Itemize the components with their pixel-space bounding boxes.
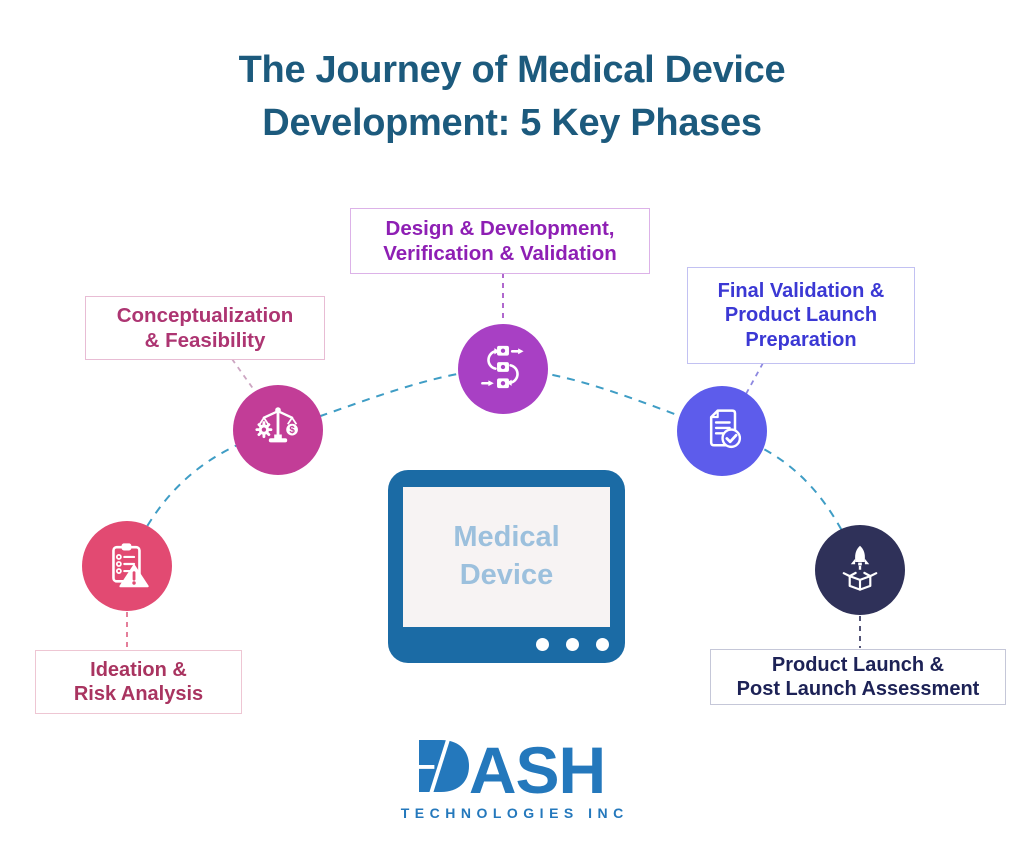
clipboard-risk-warning-icon: [101, 538, 153, 595]
balance-scale-gear-dollar-icon: $: [252, 402, 304, 459]
phase-final-validation-circle: [677, 386, 767, 476]
page-title: The Journey of Medical Device Developmen…: [238, 49, 786, 145]
monitor-buttons: [536, 638, 609, 651]
svg-text:$: $: [289, 425, 295, 436]
rocket-launch-box-icon: [834, 542, 886, 599]
document-check-icon: [696, 403, 748, 460]
phase-ideation-circle: [82, 521, 172, 611]
monitor-button-dot: [536, 638, 549, 651]
medical-device-screen: Medical Device: [403, 487, 610, 627]
dash-logo-d-icon: [417, 736, 469, 797]
phase-conceptualization-circle: $: [233, 385, 323, 475]
dash-technologies-logo: ASH TECHNOLOGIES INC: [0, 733, 1024, 821]
logo-wordmark-text: ASH: [468, 733, 606, 808]
medical-device-monitor: Medical Device: [388, 470, 625, 663]
phase-product-launch-circle: [815, 525, 905, 615]
phase-product-launch-label: Product Launch & Post Launch Assessment: [710, 649, 1006, 705]
logo-tagline: TECHNOLOGIES INC: [400, 805, 629, 821]
logo-wordmark: ASH: [417, 733, 606, 808]
monitor-button-dot: [566, 638, 579, 651]
phase-conceptualization-label: Conceptualization & Feasibility: [85, 296, 325, 360]
phase-ideation-label: Ideation & Risk Analysis: [35, 650, 242, 714]
phase-design-circle: [458, 324, 548, 414]
phase-design-label: Design & Development, Verification & Val…: [350, 208, 650, 274]
monitor-button-dot: [596, 638, 609, 651]
phase-final-validation-label: Final Validation & Product Launch Prepar…: [687, 267, 915, 364]
process-workflow-icon: [477, 341, 529, 398]
